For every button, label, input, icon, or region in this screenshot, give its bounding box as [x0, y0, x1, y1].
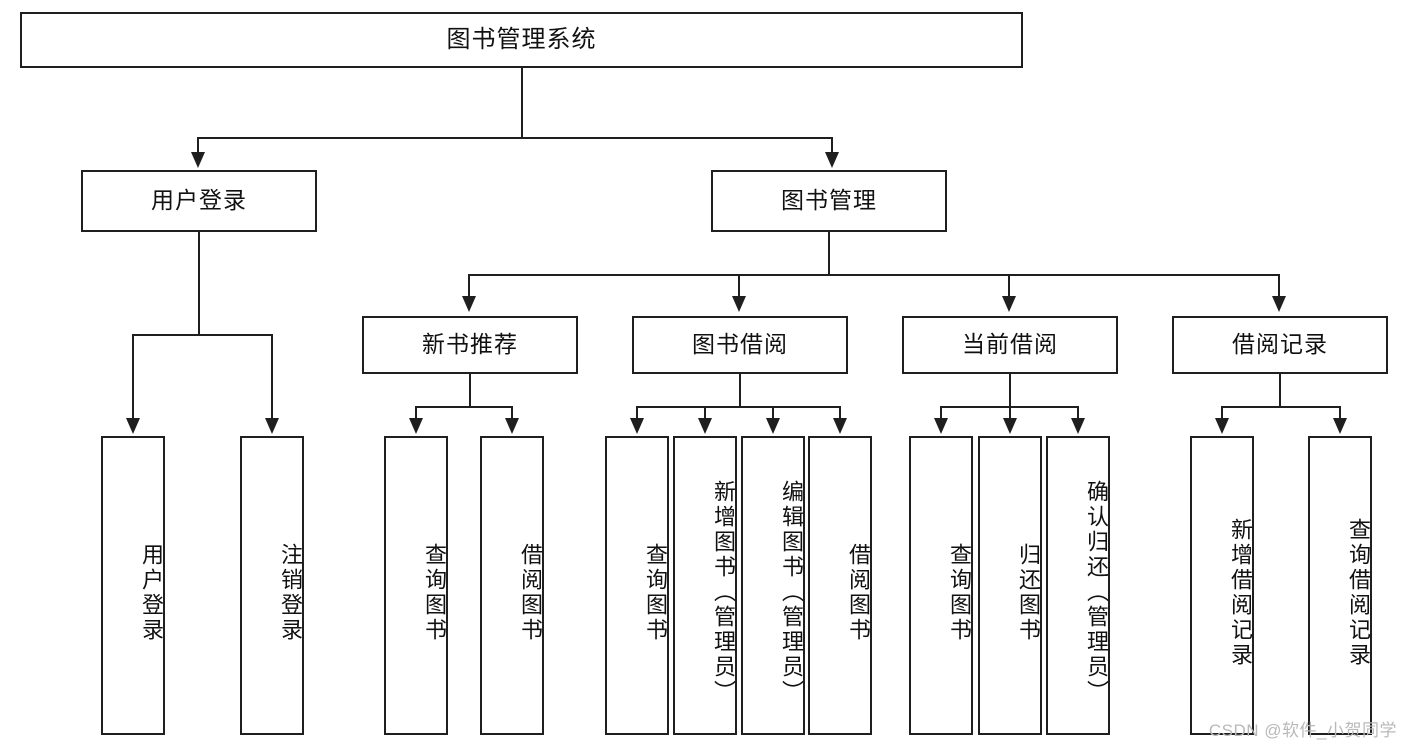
edge-br-bar: [1221, 406, 1341, 408]
leaf-edit-book[interactable]: 编辑图书（管理员）: [741, 436, 805, 735]
node-user-login-label: 用户登录: [151, 187, 247, 214]
arrow-to-borrow-record: [1272, 296, 1286, 312]
edge-nbr-drop-2: [511, 406, 513, 420]
arrow-to-new-book-recommend: [462, 296, 476, 312]
arrow-to-leaf-query-book-2: [630, 418, 644, 434]
leaf-add-record-label: 新增借阅记录: [1228, 517, 1253, 668]
node-book-borrow-label: 图书借阅: [692, 331, 788, 358]
leaf-query-book-2-label: 查询图书: [643, 542, 668, 643]
arrow-to-current-borrow: [1002, 296, 1016, 312]
leaf-user-login-label: 用户登录: [139, 542, 164, 643]
edge-br-drop-2: [1339, 406, 1341, 420]
edge-cb-drop-3: [1077, 406, 1079, 420]
arrow-to-leaf-add-record: [1215, 418, 1229, 434]
edge-bb-drop-4: [839, 406, 841, 420]
edge-user-login-bar: [132, 334, 273, 336]
node-borrow-record-label: 借阅记录: [1232, 331, 1328, 358]
arrow-to-leaf-edit-book: [766, 418, 780, 434]
leaf-confirm-return-label: 确认归还（管理员）: [1084, 480, 1109, 705]
leaf-borrow-book-2-label: 借阅图书: [846, 542, 871, 643]
arrow-to-leaf-user-login: [126, 418, 140, 434]
arrow-root-to-user-login: [191, 152, 205, 168]
leaf-return-book-label: 归还图书: [1016, 542, 1041, 643]
leaf-add-book[interactable]: 新增图书（管理员）: [673, 436, 737, 735]
arrow-to-leaf-add-book: [698, 418, 712, 434]
node-book-management-label: 图书管理: [781, 187, 877, 214]
leaf-query-record[interactable]: 查询借阅记录: [1308, 436, 1372, 735]
edge-bb-drop-1: [636, 406, 638, 420]
leaf-query-book-1-label: 查询图书: [422, 542, 447, 643]
leaf-confirm-return[interactable]: 确认归还（管理员）: [1046, 436, 1110, 735]
arrow-to-leaf-logout-login: [265, 418, 279, 434]
edge-nbr-drop-1: [415, 406, 417, 420]
edge-root-to-book-management: [831, 137, 833, 155]
edge-bb-bar: [636, 406, 841, 408]
node-root-label: 图书管理系统: [446, 25, 597, 53]
edge-bb-drop-2: [704, 406, 706, 420]
edge-bm-drop-3: [1008, 274, 1010, 298]
edge-cb-stem: [1009, 374, 1011, 408]
arrow-to-book-borrow: [732, 296, 746, 312]
edge-bm-drop-1: [468, 274, 470, 298]
edge-br-drop-1: [1221, 406, 1223, 420]
leaf-user-login[interactable]: 用户登录: [101, 436, 165, 735]
leaf-borrow-book-1[interactable]: 借阅图书: [480, 436, 544, 735]
node-new-book-recommend[interactable]: 新书推荐: [362, 316, 578, 374]
leaf-return-book[interactable]: 归还图书: [978, 436, 1042, 735]
arrow-to-leaf-return-book: [1003, 418, 1017, 434]
arrow-to-leaf-confirm-return: [1071, 418, 1085, 434]
edge-bb-drop-3: [772, 406, 774, 420]
arrow-to-leaf-borrow-book-1: [505, 418, 519, 434]
node-current-borrow-label: 当前借阅: [962, 331, 1058, 358]
leaf-borrow-book-2[interactable]: 借阅图书: [808, 436, 872, 735]
node-borrow-record[interactable]: 借阅记录: [1172, 316, 1388, 374]
edge-nbr-bar: [415, 406, 512, 408]
edge-br-stem: [1279, 374, 1281, 408]
leaf-logout-login[interactable]: 注销登录: [240, 436, 304, 735]
leaf-query-book-2[interactable]: 查询图书: [605, 436, 669, 735]
edge-root-stem: [521, 68, 523, 138]
leaf-logout-login-label: 注销登录: [278, 542, 303, 643]
arrow-root-to-book-management: [825, 152, 839, 168]
node-current-borrow[interactable]: 当前借阅: [902, 316, 1118, 374]
leaf-query-book-1[interactable]: 查询图书: [384, 436, 448, 735]
edge-user-login-drop-1: [132, 334, 134, 420]
node-user-login[interactable]: 用户登录: [81, 170, 317, 232]
edge-cb-drop-2: [1009, 406, 1011, 420]
node-new-book-recommend-label: 新书推荐: [422, 331, 518, 358]
leaf-edit-book-label: 编辑图书（管理员）: [779, 480, 804, 705]
leaf-query-book-3-label: 查询图书: [947, 542, 972, 643]
arrow-to-leaf-query-book-1: [409, 418, 423, 434]
edge-book-management-stem: [828, 232, 830, 276]
leaf-add-record[interactable]: 新增借阅记录: [1190, 436, 1254, 735]
leaf-query-book-3[interactable]: 查询图书: [909, 436, 973, 735]
leaf-borrow-book-1-label: 借阅图书: [518, 542, 543, 643]
edge-user-login-stem: [198, 232, 200, 336]
edge-bm-drop-4: [1278, 274, 1280, 298]
edge-bm-drop-2: [738, 274, 740, 298]
node-root[interactable]: 图书管理系统: [20, 12, 1023, 68]
arrow-to-leaf-query-record: [1333, 418, 1347, 434]
edge-root-bar: [197, 137, 833, 139]
edge-root-to-user-login: [197, 137, 199, 155]
arrow-to-leaf-borrow-book-2: [833, 418, 847, 434]
edge-cb-drop-1: [940, 406, 942, 420]
edge-user-login-drop-2: [271, 334, 273, 420]
edge-book-management-bar: [468, 274, 1280, 276]
edge-nbr-stem: [469, 374, 471, 408]
leaf-query-record-label: 查询借阅记录: [1346, 517, 1371, 668]
arrow-to-leaf-query-book-3: [934, 418, 948, 434]
node-book-management[interactable]: 图书管理: [711, 170, 947, 232]
edge-bb-stem: [739, 374, 741, 408]
leaf-add-book-label: 新增图书（管理员）: [711, 480, 736, 705]
node-book-borrow[interactable]: 图书借阅: [632, 316, 848, 374]
